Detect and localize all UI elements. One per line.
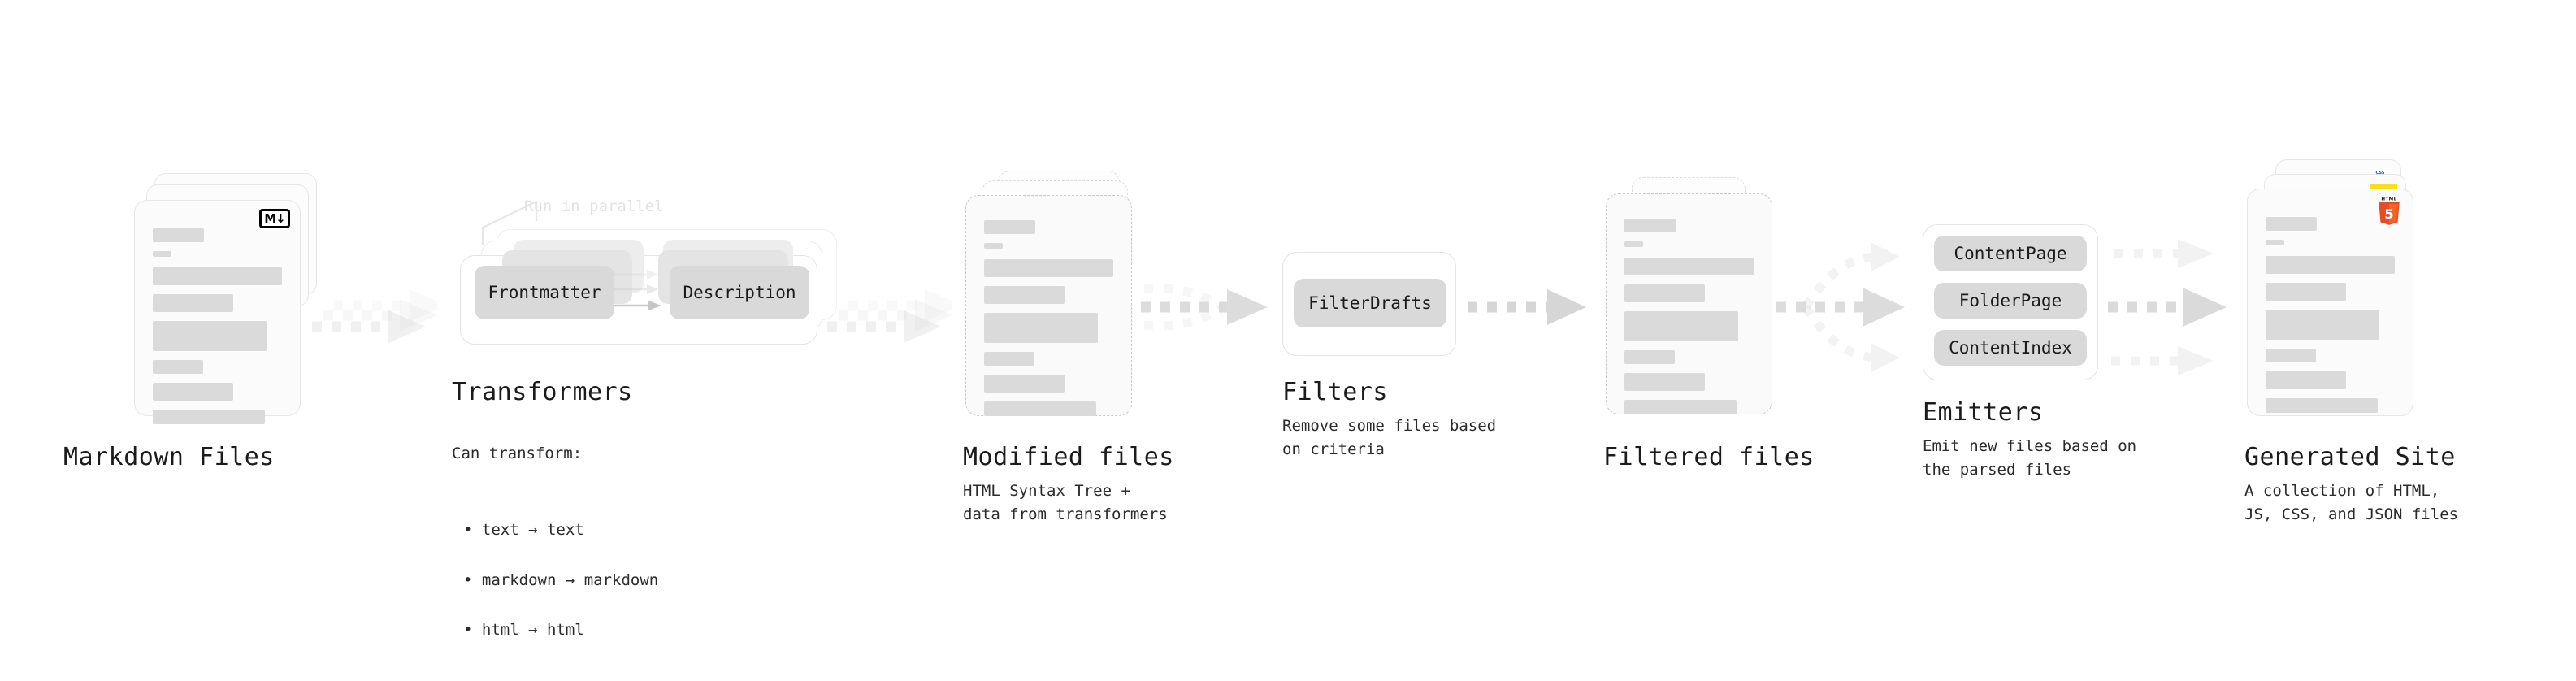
transformer-chip-description[interactable]: Description: [670, 266, 809, 319]
arrow-filtered-to-emitters: [1776, 242, 1905, 372]
transformers-bullets: • text → text • markdown → markdown • ht…: [452, 492, 658, 667]
emitters-chip-contentpage[interactable]: ContentPage: [1934, 236, 2087, 271]
filtered-doc-lines: [1624, 219, 1754, 423]
html5-icon: HTML 5: [2379, 197, 2400, 225]
modified-files-title: Modified files: [963, 443, 1174, 471]
arrow-markdown-to-transformers: [312, 289, 437, 343]
generated-site-desc: A collection of HTML, JS, CSS, and JSON …: [2244, 482, 2459, 524]
emitters-title: Emitters: [1923, 398, 2044, 427]
filters-chip-filterdrafts[interactable]: FilterDrafts: [1294, 279, 1446, 327]
filtered-files-title: Filtered files: [1603, 443, 1815, 471]
svg-text:5: 5: [2384, 206, 2393, 222]
arrow-transformers-to-modified: [827, 289, 952, 343]
markdown-doc-lines: [153, 228, 282, 433]
transformers-bullet-1: • markdown → markdown: [463, 570, 659, 589]
markdown-files-title: Markdown Files: [63, 443, 275, 471]
arrow-emitters-to-site: [2108, 239, 2227, 375]
generated-site-title: Generated Site: [2244, 443, 2456, 471]
transformers-desc: Can transform: • text → text • markdown …: [452, 416, 658, 681]
run-in-parallel-label: Run in parallel: [524, 197, 664, 215]
modified-files-desc: HTML Syntax Tree + data from transformer…: [963, 482, 1168, 524]
transformers-title: Transformers: [452, 378, 633, 406]
modified-doc-front: [965, 195, 1132, 416]
markdown-doc-front: M↓: [134, 200, 301, 424]
arrow-filters-to-filtered: [1468, 289, 1586, 325]
markdown-icon: M↓: [259, 209, 290, 228]
svg-text:HTML: HTML: [2381, 197, 2396, 202]
transformers-bullet-0: • text → text: [463, 521, 584, 540]
emitters-chip-folderpage[interactable]: FolderPage: [1934, 283, 2087, 319]
site-doc-lines: [2266, 217, 2395, 422]
emitters-desc: Emit new files based on the parsed files: [1923, 437, 2137, 479]
run-in-parallel-bracket: [481, 200, 538, 245]
arrow-modified-to-filters: [1141, 284, 1268, 331]
filtered-doc-front: [1606, 193, 1772, 414]
transformer-chip-frontmatter[interactable]: Frontmatter: [475, 266, 614, 319]
site-doc-front: HTML 5: [2247, 189, 2413, 416]
svg-text:CSS: CSS: [2375, 171, 2384, 176]
emitters-chip-contentindex[interactable]: ContentIndex: [1934, 330, 2087, 366]
transformers-bullet-2: • html → html: [463, 621, 584, 640]
transformers-desc-lead: Can transform:: [452, 444, 583, 462]
filters-desc: Remove some files based on criteria: [1282, 417, 1497, 459]
modified-doc-lines: [984, 220, 1113, 425]
filters-title: Filters: [1282, 378, 1388, 406]
